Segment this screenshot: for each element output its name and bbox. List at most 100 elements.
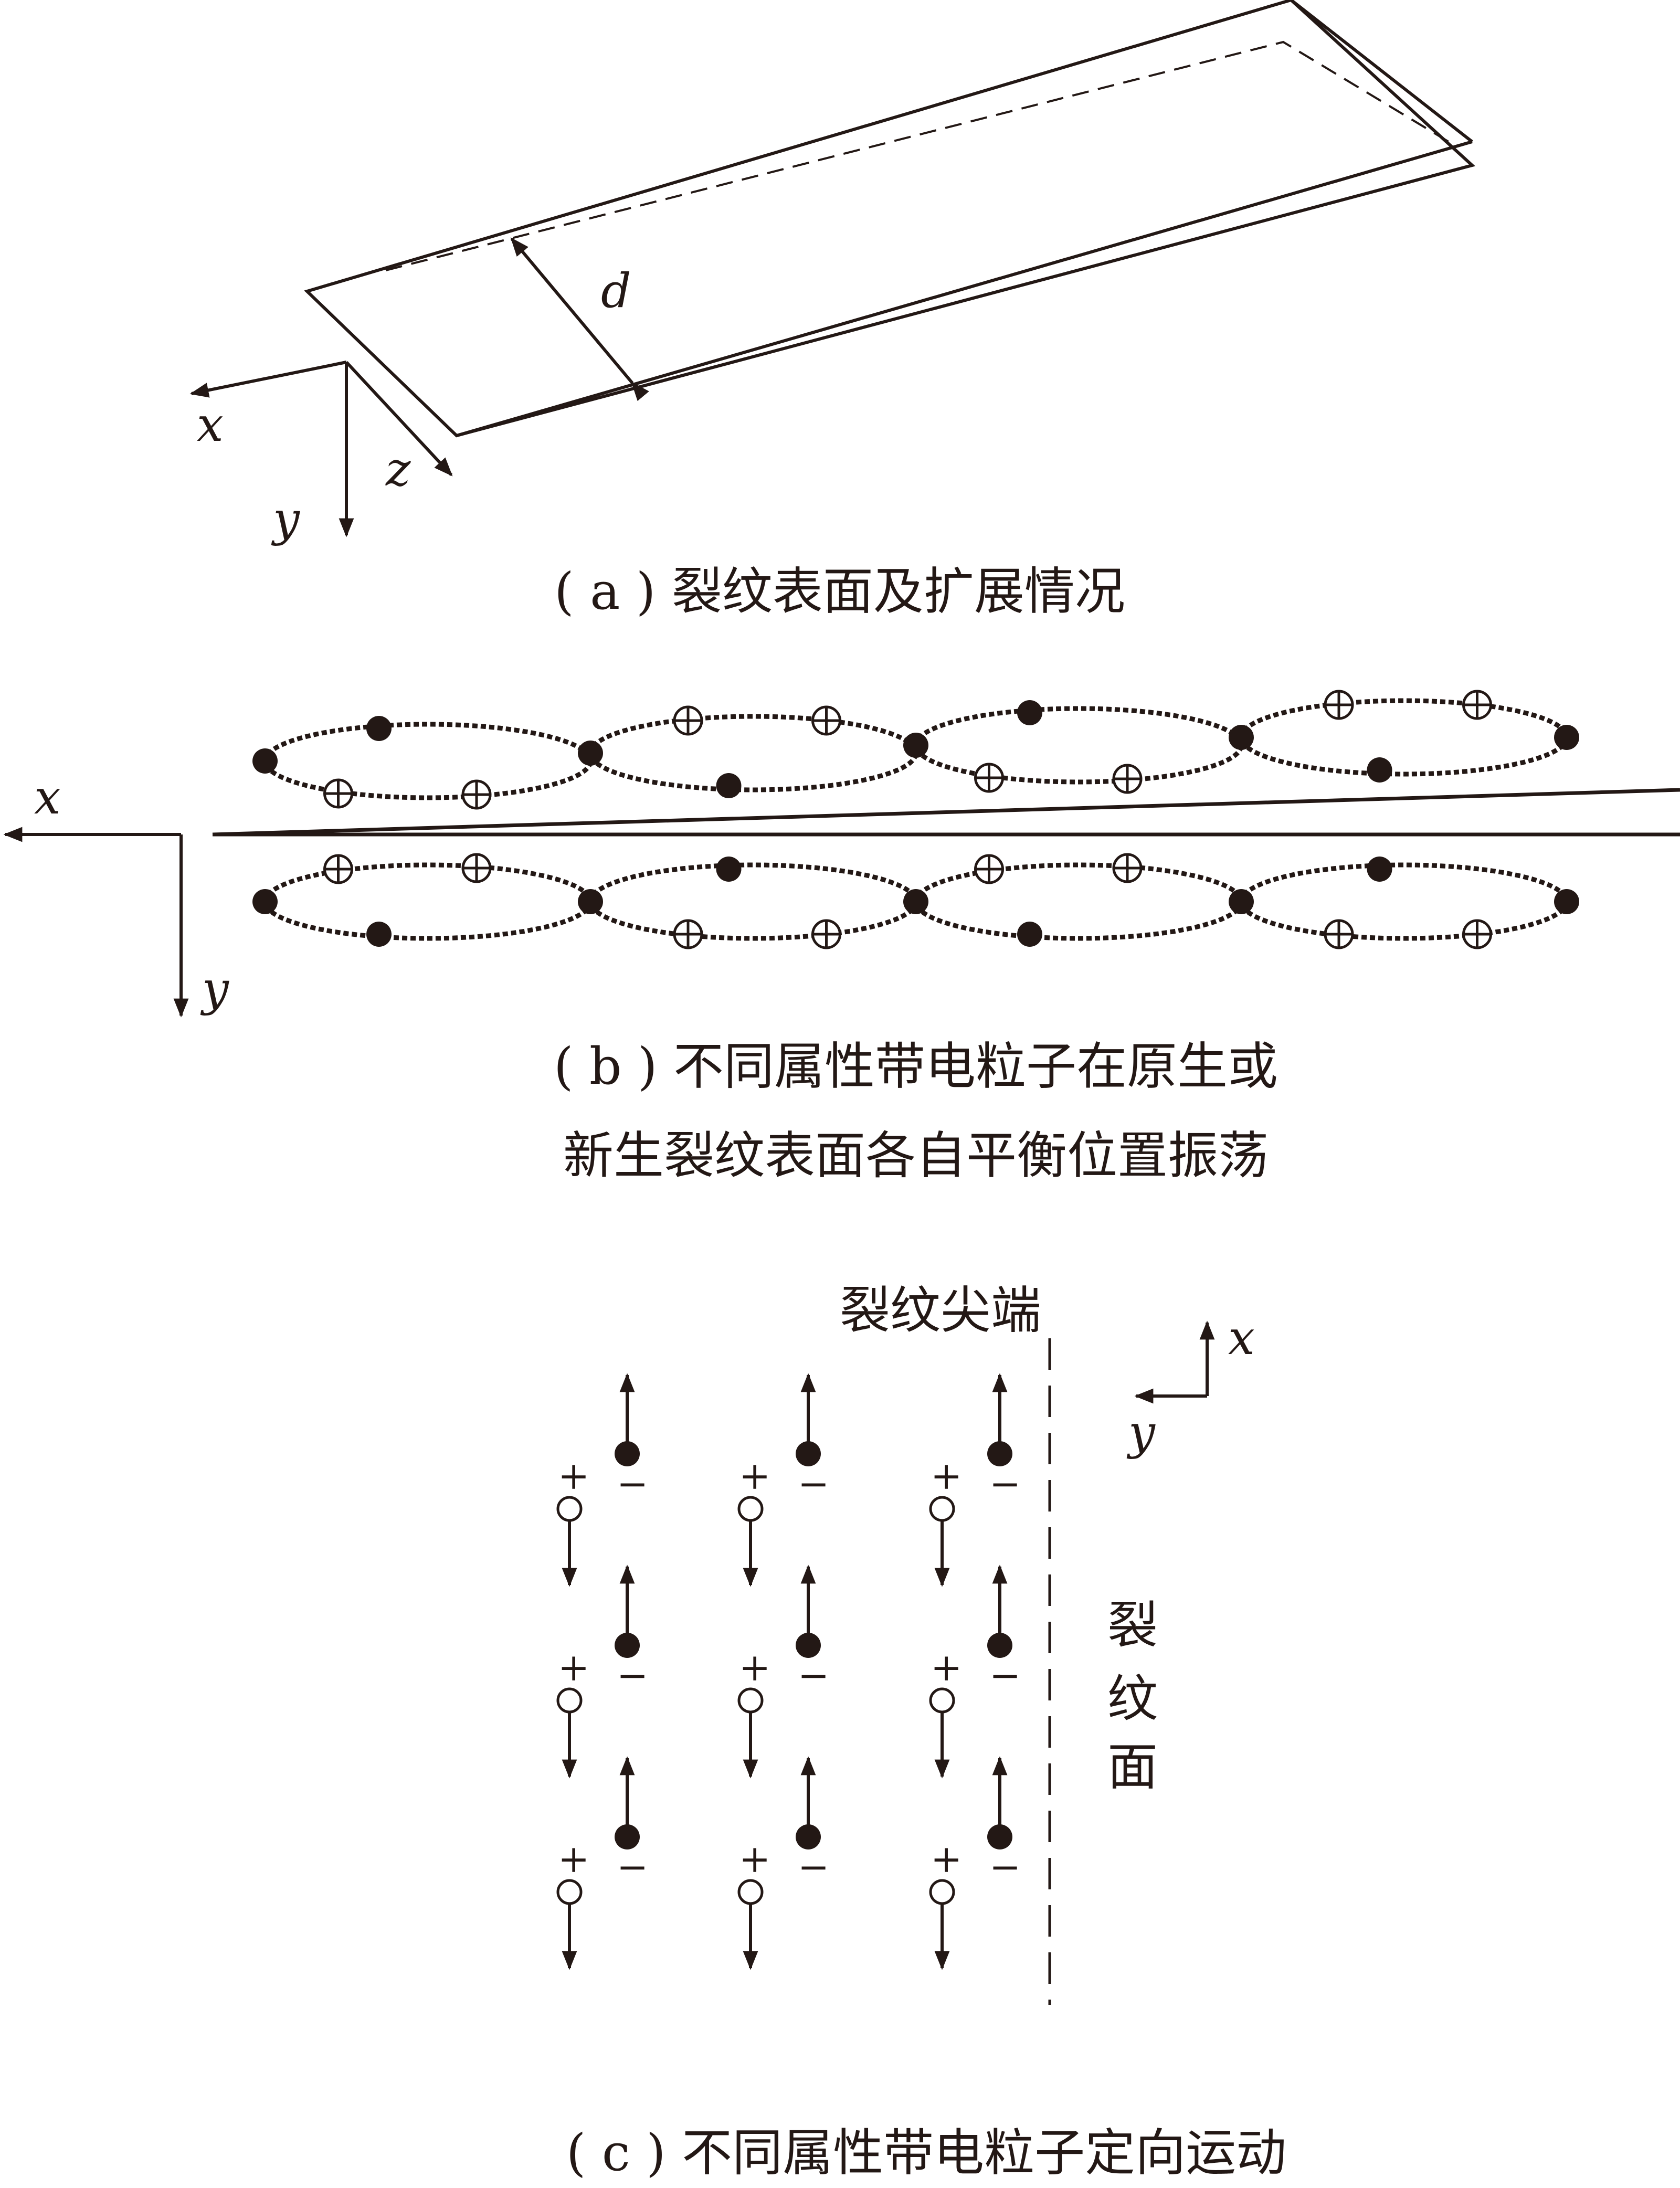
negative-particle bbox=[903, 889, 928, 914]
negative-particle bbox=[716, 773, 742, 798]
axes-b bbox=[3, 827, 189, 1018]
negative-particle bbox=[252, 748, 278, 774]
positive-particle bbox=[1112, 853, 1143, 883]
negative-particle bbox=[987, 1824, 1012, 1849]
minus-sign: − bbox=[989, 1653, 1021, 1697]
negative-particle bbox=[1017, 922, 1042, 947]
positive-particle bbox=[1462, 690, 1492, 720]
minus-sign: − bbox=[798, 1845, 829, 1889]
oscillation-orbit bbox=[1239, 698, 1569, 777]
crack-face-label: 裂 纹 面 bbox=[1107, 1596, 1158, 1796]
d-dimension-arrow bbox=[510, 237, 649, 401]
minus-sign: − bbox=[617, 1845, 648, 1889]
negative-particle bbox=[1554, 725, 1579, 750]
negative-particle bbox=[615, 1441, 640, 1466]
positive-particle bbox=[673, 705, 703, 736]
minus-sign: − bbox=[617, 1653, 648, 1697]
negative-particle bbox=[987, 1441, 1012, 1466]
positive-particle bbox=[929, 1496, 955, 1522]
panel-c: 裂纹尖端 裂 纹 面 x y −+−+−+−+−+−+−+−+−+ ( c ) … bbox=[556, 1281, 1286, 2182]
plus-sign: + bbox=[739, 1645, 770, 1689]
positive-particle bbox=[929, 1879, 955, 1905]
caption-b-line2: 新生裂纹表面各自平衡位置振荡 bbox=[563, 1126, 1269, 1185]
positive-particle bbox=[1324, 919, 1354, 949]
axes-a bbox=[189, 361, 453, 537]
charge-pair: −+ bbox=[929, 1756, 1021, 1970]
panel-b: x y ( b ) 不同属性带电粒子在原生或 新生裂纹表面各自平衡位置振荡 bbox=[3, 690, 1680, 1185]
negative-particle bbox=[796, 1824, 821, 1849]
negative-particle bbox=[366, 716, 392, 741]
crack-hidden-edge bbox=[385, 40, 1450, 271]
positive-particle bbox=[974, 763, 1004, 793]
axis-z-label-a: z bbox=[385, 442, 411, 497]
caption-a: ( a ) 裂纹表面及扩展情况 bbox=[554, 562, 1125, 621]
charge-pair: −+ bbox=[929, 1565, 1021, 1779]
oscillation-orbit bbox=[588, 862, 918, 941]
negative-particle bbox=[1554, 889, 1579, 914]
svg-text:裂: 裂 bbox=[1107, 1596, 1158, 1655]
axes-c bbox=[1134, 1320, 1215, 1404]
charge-pair: −+ bbox=[737, 1373, 829, 1587]
minus-sign: − bbox=[798, 1462, 829, 1506]
negative-particle bbox=[1017, 700, 1042, 725]
positive-particle bbox=[556, 1879, 583, 1905]
negative-particle bbox=[987, 1633, 1012, 1658]
particle-chain-upper bbox=[252, 690, 1579, 810]
positive-particle bbox=[974, 854, 1004, 884]
oscillation-orbit bbox=[1239, 862, 1569, 941]
positive-particle bbox=[737, 1879, 764, 1905]
positive-particle bbox=[811, 919, 841, 949]
negative-particle bbox=[252, 889, 278, 914]
negative-particle bbox=[578, 741, 603, 766]
positive-particle bbox=[556, 1496, 583, 1522]
positive-particle bbox=[556, 1687, 583, 1714]
negative-particle bbox=[903, 733, 928, 758]
plus-sign: + bbox=[558, 1645, 589, 1689]
panel-a: d x y z ( a ) 裂纹表面及扩展情况 bbox=[189, 0, 1476, 621]
axis-x-label-c: x bbox=[1228, 1310, 1255, 1366]
charge-pair: −+ bbox=[556, 1373, 648, 1587]
axis-x-label-a: x bbox=[197, 397, 224, 452]
positive-particle bbox=[461, 853, 492, 883]
crack-line-upper bbox=[212, 788, 1680, 837]
negative-particle bbox=[1229, 725, 1254, 750]
svg-text:面: 面 bbox=[1107, 1738, 1158, 1796]
axis-y-label-b: y bbox=[200, 961, 229, 1017]
minus-sign: − bbox=[989, 1845, 1021, 1889]
positive-particle bbox=[1462, 919, 1492, 949]
plus-sign: + bbox=[558, 1837, 589, 1881]
positive-particle bbox=[323, 854, 353, 884]
positive-particle bbox=[1112, 764, 1143, 794]
particle-chain-lower bbox=[252, 853, 1579, 949]
positive-particle bbox=[1324, 690, 1354, 720]
charge-pair: −+ bbox=[556, 1565, 648, 1779]
negative-particle bbox=[366, 922, 392, 947]
negative-particle bbox=[615, 1824, 640, 1849]
negative-particle bbox=[578, 889, 603, 914]
caption-b-line1: ( b ) 不同属性带电粒子在原生或 bbox=[554, 1037, 1278, 1096]
oscillation-orbit bbox=[588, 714, 918, 792]
oscillation-orbit bbox=[262, 722, 593, 800]
minus-sign: − bbox=[989, 1462, 1021, 1506]
plus-sign: + bbox=[931, 1837, 962, 1881]
positive-particle bbox=[673, 919, 703, 949]
plus-sign: + bbox=[558, 1454, 589, 1498]
negative-particle bbox=[716, 857, 742, 882]
oscillation-orbit bbox=[913, 862, 1244, 941]
charge-pairs-grid: −+−+−+−+−+−+−+−+−+ bbox=[556, 1373, 1021, 1970]
axis-y-label-a: y bbox=[271, 492, 300, 547]
axis-x-label-b: x bbox=[34, 770, 61, 825]
crack-lower-surface bbox=[304, 0, 1476, 438]
minus-sign: − bbox=[617, 1462, 648, 1506]
minus-sign: − bbox=[798, 1653, 829, 1697]
crack-upper-surface-right bbox=[1290, 0, 1473, 143]
negative-particle bbox=[1367, 757, 1392, 783]
plus-sign: + bbox=[931, 1645, 962, 1689]
positive-particle bbox=[737, 1496, 764, 1522]
charge-pair: −+ bbox=[737, 1565, 829, 1779]
positive-particle bbox=[461, 779, 492, 810]
positive-particle bbox=[811, 705, 841, 736]
plus-sign: + bbox=[739, 1454, 770, 1498]
d-label: d bbox=[601, 263, 631, 319]
